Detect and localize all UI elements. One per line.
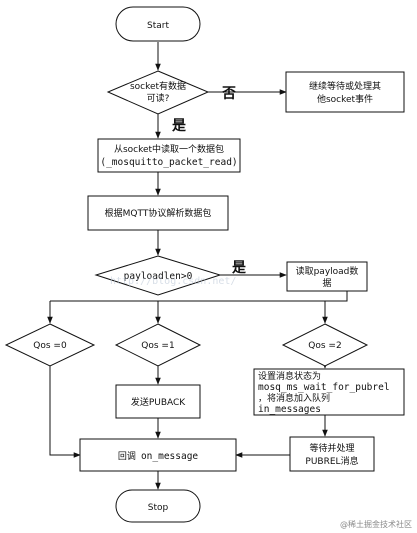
- process-send-puback: 发送PUBACK: [115, 384, 201, 419]
- socket-readable-label-line1: socket有数据: [130, 80, 186, 92]
- decision-payloadlen: payloadlen>0: [94, 255, 222, 296]
- stop-label: Stop: [148, 503, 169, 513]
- send-puback-label: 发送PUBACK: [131, 396, 186, 408]
- parse-packet-label: 根据MQTT协议解析数据包: [105, 207, 212, 219]
- connectors: [47, 42, 348, 490]
- process-callback: 回调 on_message: [79, 438, 237, 472]
- callback-func: on_message: [141, 451, 198, 462]
- process-parse-packet: 根据MQTT协议解析数据包: [87, 195, 229, 231]
- edge-label-no: 否: [221, 86, 236, 102]
- decision-qos0: Qos =0: [4, 323, 96, 367]
- wait-pubrel-line1: 等待并处理: [309, 442, 354, 454]
- set-state-line2: mosq_ms_wait_for_pubrel: [258, 382, 390, 393]
- set-state-line3: ，将消息加入队列: [258, 392, 330, 404]
- qos2-label: Qos =2: [308, 341, 341, 351]
- callback-label: 回调 on_message: [118, 444, 199, 463]
- process-wait-pubrel: 等待并处理 PUBREL消息: [289, 436, 375, 472]
- read-packet-line2: (_mosquitto_packet_read): [100, 157, 237, 168]
- qos1-label: Qos =1: [141, 341, 174, 351]
- process-read-packet: 从socket中读取一个数据包 (_mosquitto_packet_read): [97, 138, 241, 173]
- wait-pubrel-line2: PUBREL消息: [305, 455, 358, 467]
- decision-qos2: Qos =2: [281, 323, 369, 367]
- watermark-overlay: http://blog.csdn.net/: [110, 276, 236, 287]
- callback-prefix: 回调: [118, 451, 136, 462]
- process-wait-other: 继续等待或处理其 他socket事件: [285, 71, 405, 113]
- payloadlen-label: payloadlen>0: [124, 271, 193, 282]
- wait-other-line2: 他socket事件: [317, 93, 373, 105]
- arrow-qos0-to-callback: [49, 366, 81, 458]
- read-packet-line1: 从socket中读取一个数据包: [114, 143, 224, 155]
- process-read-payload: 读取payload数 据: [286, 261, 368, 292]
- decision-socket-readable: socket有数据 可读?: [106, 70, 210, 115]
- set-state-line1: 设置消息状态为: [258, 370, 321, 382]
- line-payload-to-split: [50, 291, 348, 302]
- read-payload-line2: 据: [322, 277, 331, 289]
- process-set-state: 设置消息状态为 mosq_ms_wait_for_pubrel ，将消息加入队列…: [253, 368, 405, 416]
- qos0-label: Qos =0: [33, 341, 67, 351]
- node-stop: Stop: [115, 489, 201, 523]
- edge-label-yes2: 是: [232, 260, 247, 276]
- node-start: Start: [115, 6, 201, 42]
- edge-label-yes: 是: [172, 118, 187, 134]
- start-label: Start: [147, 21, 169, 31]
- read-payload-line1: 读取payload数: [296, 265, 359, 277]
- watermark-corner: @稀土掘金技术社区: [340, 519, 412, 529]
- set-state-line4: in_messages: [258, 404, 321, 415]
- wait-other-line1: 继续等待或处理其: [309, 80, 381, 92]
- decision-qos1: Qos =1: [114, 323, 202, 367]
- socket-readable-label-line2: 可读?: [147, 92, 170, 104]
